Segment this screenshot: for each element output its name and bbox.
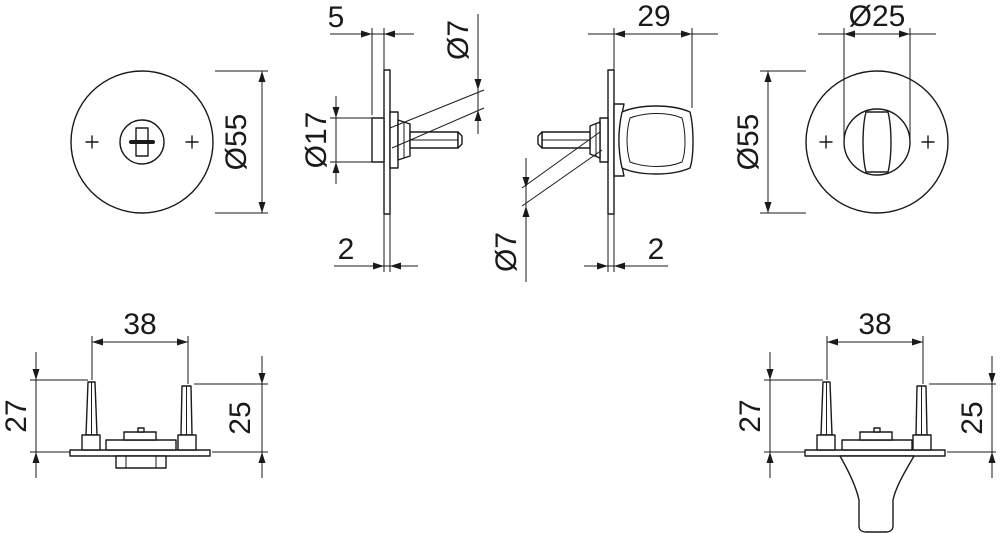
dim-line-spacing-right [826,336,924,384]
dim-line-height-a-left [30,352,88,478]
dim-line-height-a-right [764,352,823,478]
dim-line-plate-right [584,214,668,272]
front-view-emergency-rosette: Ø55 [70,70,268,214]
release-slot [135,127,149,157]
dim-front-left-diameter: Ø55 [220,114,253,171]
dim-line-collar [330,96,372,184]
knob-rosette-outline [805,70,949,214]
screw-mark-right [185,135,199,149]
screw-mark-left [85,135,99,149]
dim-line-height-b-right [929,356,996,478]
dim-plate-thickness-right: 2 [648,233,665,266]
knob-rosette-plate [607,69,615,215]
dim-height-b-left: 25 [224,401,257,434]
dim-front-right-diameter: Ø55 [732,114,765,171]
knob-grip [862,111,892,173]
dim-knob-depth: 29 [637,0,670,33]
dim-knob-diameter: Ø25 [849,0,906,33]
side-view-emergency-rosette: 5 Ø17 Ø7 2 [300,1,485,272]
rosette-outline [70,70,214,214]
turn-knob-bottom [839,455,915,533]
knob-outline [843,108,911,176]
dim-plate-thickness-left: 2 [338,233,355,266]
dim-line-front-left [215,70,268,214]
screw-mark-right-2 [921,135,935,149]
rosette-boss [389,111,399,169]
knob-mechanism [841,439,913,451]
dim-height-a-right: 27 [734,399,767,432]
dim-line-offset-5 [330,28,414,115]
dim-spindle-diameter-left: Ø7 [442,20,475,60]
dim-line-knob-depth [588,28,718,108]
release-mechanism [105,439,177,451]
dim-spindle-diameter-right: Ø7 [490,232,523,272]
dim-line-plate-left [334,214,418,272]
dim-spacing-left: 38 [123,308,156,341]
front-view-turn-knob-rosette: Ø25 Ø55 [732,0,949,214]
turn-knob [618,105,694,175]
base-plate-right [804,449,946,457]
side-view-turn-knob: 29 Ø7 2 [490,0,718,282]
screw-mark-left-2 [819,135,833,149]
release-collar [371,117,385,163]
dim-height-a-left: 27 [0,399,33,432]
dim-spacing-right: 38 [858,308,891,341]
base-plate-left [69,449,211,457]
dim-line-spindle-left [474,14,482,134]
dim-line-spacing-left [91,336,189,384]
release-disc [119,119,165,165]
dim-line-knob-diameter [818,28,936,142]
bottom-view-emergency-rosette: 38 27 25 [0,308,268,478]
dim-collar-diameter: Ø17 [300,112,333,169]
release-collar-bottom [115,455,167,469]
bottom-view-turn-knob: 38 27 25 [734,308,996,533]
dim-height-b-right: 25 [956,401,989,434]
dim-line-front-right [760,70,806,214]
dim-line-spindle-right [522,158,530,282]
dim-rosette-offset: 5 [328,1,345,34]
dim-line-height-b-left [194,356,268,478]
rosette-plate [383,69,391,215]
